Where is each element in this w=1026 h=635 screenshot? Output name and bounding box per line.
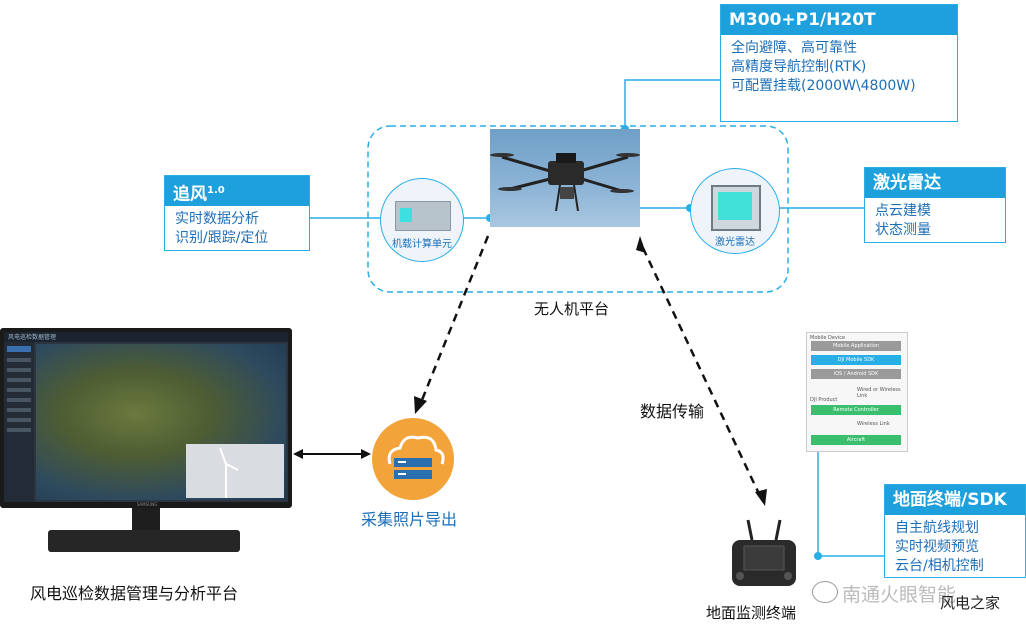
satellite-map-view[interactable] xyxy=(36,344,286,500)
zhuifeng-line: 实时数据分析 xyxy=(175,211,259,227)
app-title: 风电巡检数据管理 xyxy=(8,334,57,341)
ground-sdk-title: 地面终端/SDK xyxy=(885,485,1025,515)
sdk-ios-android: iOS / Android SDK xyxy=(811,369,901,379)
remote-controller-icon xyxy=(728,518,800,590)
ground-sdk-connector xyxy=(817,452,884,557)
sdk-mobile-device: Mobile Device xyxy=(810,335,846,341)
sidebar-item[interactable] xyxy=(7,408,31,412)
sdk-remote-controller: Remote Controller xyxy=(811,405,901,415)
monitor-stand-base xyxy=(48,530,240,552)
zhuifeng-version: 1.0 xyxy=(207,185,225,196)
data-transfer-head-down xyxy=(755,489,767,506)
sidebar-item[interactable] xyxy=(7,378,31,382)
sidebar-item[interactable] xyxy=(7,418,31,422)
platform-spec-lines: 全向避障、高可靠性 高精度导航控制(RTK) 可配置挂载(2000W\4800W… xyxy=(721,35,957,100)
sync-arrow-right xyxy=(361,449,371,459)
drone-icon xyxy=(490,153,640,212)
zhuifeng-title-text: 追风 xyxy=(173,184,207,205)
zhuifeng-line: 识别/跟踪/定位 xyxy=(175,230,269,246)
platform-spec-box: M300+P1/H20T 全向避障、高可靠性 高精度导航控制(RTK) 可配置挂… xyxy=(720,4,958,122)
sdk-mobile-sdk: DJI Mobile SDK xyxy=(811,355,901,365)
watermark-source: 南通火眼智能 xyxy=(842,584,957,606)
monitor-screen: 风电巡检数据管理 xyxy=(4,332,288,502)
sync-arrow-left xyxy=(293,449,303,459)
photo-export-label: 采集照片导出 xyxy=(361,510,458,529)
app-topbar: 风电巡检数据管理 xyxy=(4,332,288,342)
onboard-unit-circle: 机载计算单元 xyxy=(380,178,464,262)
ground-line: 自主航线规划 xyxy=(895,520,979,536)
platform-box-connector xyxy=(624,79,720,128)
sdk-mobile-app: Mobile Application xyxy=(811,341,901,351)
platform-spec-title: M300+P1/H20T xyxy=(721,5,957,35)
ground-sdk-lines: 自主航线规划 实时视频预览 云台/相机控制 xyxy=(885,515,1025,580)
uav-platform-label: 无人机平台 xyxy=(534,300,610,318)
lidar-title: 激光雷达 xyxy=(865,168,1005,198)
sidebar-item[interactable] xyxy=(7,358,31,362)
ground-connector-dot xyxy=(814,552,822,560)
ground-line: 云台/相机控制 xyxy=(895,558,984,574)
monitor-brand: SAMSUNG xyxy=(136,502,158,507)
platform-line: 高精度导航控制(RTK) xyxy=(731,59,867,75)
ground-sdk-box: 地面终端/SDK 自主航线规划 实时视频预览 云台/相机控制 xyxy=(884,484,1026,578)
zhuifeng-lines: 实时数据分析 识别/跟踪/定位 xyxy=(165,206,309,252)
watermark-site: 风电之家 xyxy=(940,594,1001,612)
sidebar-item[interactable] xyxy=(7,388,31,392)
data-transfer-head-up xyxy=(636,236,646,253)
controller-icon xyxy=(732,519,796,586)
monitor-bezel: 风电巡检数据管理 SAMSUNG xyxy=(0,328,292,508)
turbine-photo-panel xyxy=(186,444,284,498)
platform-line: 全向避障、高可靠性 xyxy=(731,40,857,56)
wechat-icon xyxy=(812,581,838,603)
export-arrow-head xyxy=(414,396,427,414)
sidebar-item[interactable] xyxy=(7,398,31,402)
wind-turbine-icon xyxy=(219,447,239,498)
lidar-unit-circle: 激光雷达 xyxy=(690,168,780,254)
export-arrow-line xyxy=(420,235,490,401)
sidebar-item[interactable] xyxy=(7,368,31,372)
lidar-device-icon xyxy=(711,185,761,231)
uav-platform-frame xyxy=(367,125,789,293)
management-platform-label: 风电巡检数据管理与分析平台 xyxy=(30,584,239,603)
cloud-export-icon xyxy=(372,418,454,500)
sdk-wireless-link: Wireless Link xyxy=(857,421,890,427)
sdk-wired-link: Wired or Wireless Link xyxy=(857,387,901,399)
sdk-dji-product: DJI Product xyxy=(810,397,838,403)
zhuifeng-title: 追风1.0 xyxy=(165,176,309,206)
drone-photo xyxy=(490,129,640,227)
data-transfer-line xyxy=(641,247,762,497)
sidebar-item-active[interactable] xyxy=(7,346,31,352)
zhuifeng-box: 追风1.0 实时数据分析 识别/跟踪/定位 xyxy=(164,175,310,251)
data-transfer-label: 数据传输 xyxy=(640,402,705,421)
ground-terminal-label: 地面监测终端 xyxy=(706,604,797,622)
sidebar-item[interactable] xyxy=(7,428,31,432)
platform-line: 可配置挂载(2000W\4800W) xyxy=(731,78,916,94)
lidar-unit-label: 激光雷达 xyxy=(715,237,755,248)
onboard-unit-label: 机载计算单元 xyxy=(392,239,452,250)
sdk-stack-diagram: Mobile Device Mobile Application DJI Mob… xyxy=(806,332,908,452)
lidar-line: 点云建模 xyxy=(875,203,931,219)
ground-line: 实时视频预览 xyxy=(895,539,979,555)
lidar-line: 状态测量 xyxy=(875,222,931,238)
compute-module-icon xyxy=(395,201,451,231)
cloud-server-icon xyxy=(387,435,445,479)
sdk-aircraft: Aircraft xyxy=(811,435,901,445)
app-sidebar xyxy=(4,342,34,502)
lidar-box: 激光雷达 点云建模 状态测量 xyxy=(864,167,1006,243)
lidar-lines: 点云建模 状态测量 xyxy=(865,198,1005,244)
